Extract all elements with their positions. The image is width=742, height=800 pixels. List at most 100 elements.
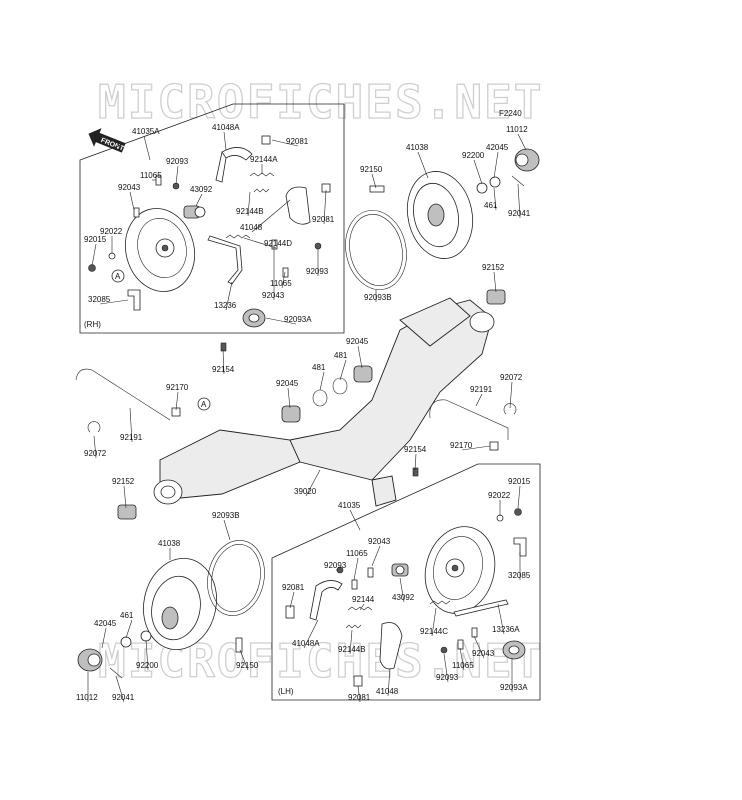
leader-line-41038 [417,151,429,179]
leader-line-92154 [414,453,417,471]
leader-line-43092 [399,577,405,603]
part-label-92081: 92081 [312,215,335,224]
part-label-13236: 13236 [214,301,237,310]
lh-brake-panel [424,526,496,614]
leader-line-92093A [265,317,297,325]
rh-spring-2 [253,188,270,193]
leader-line-92144B [247,191,251,217]
lh-brake-lever [453,599,509,617]
lh-bolt-92150 [235,637,243,653]
lh-pin-92093-b [440,646,448,654]
rh-pin-11065 [155,175,162,186]
leader-line-481 [339,359,347,381]
leader-line-11065 [459,647,465,671]
leader-line-42045 [493,151,499,179]
rh-nut-461 [489,176,501,188]
leader-line-92015 [91,243,97,267]
part-label-41035A: 41035A [132,127,160,136]
rh-bolt-92150 [369,185,385,193]
part-label-32085: 32085 [88,295,111,304]
part-label-92144C: 92144C [420,627,448,636]
axle-housing [117,289,506,520]
lh-spring-1 [347,606,373,611]
lh-pin-92043-b [471,627,478,638]
leader-line-461 [125,619,133,639]
part-label-92200: 92200 [136,661,159,670]
leader-line-92144 [359,603,365,611]
bushing-92152-top [486,289,506,305]
part-label-92045: 92045 [346,337,369,346]
part-label-43092: 43092 [190,185,213,194]
leader-line-92045 [357,345,363,369]
leader-line-43092 [195,193,203,207]
leader-line-41035A [143,135,151,161]
part-label-41038: 41038 [158,539,181,548]
part-label-461: 461 [484,201,498,210]
part-label-92015: 92015 [84,235,107,244]
part-label-92154: 92154 [404,445,427,454]
leader-line-92200 [145,639,149,671]
part-label-11065: 11065 [140,171,162,180]
leader-line-13236A [497,603,505,635]
leader-line-41035 [349,509,361,531]
rh-drum-seal-ring [345,210,407,290]
part-label-92081: 92081 [286,137,309,146]
leader-line-92154 [222,349,225,375]
part-label-92200: 92200 [462,151,485,160]
lh-cotter-92041 [109,667,123,679]
leader-line-92144B [349,629,353,655]
lh-label: (LH) [278,687,294,696]
leader-line-481 [319,371,325,391]
lh-drum-group [77,540,265,679]
part-label-92093B: 92093B [364,293,392,302]
lh-clip-1 [285,605,295,619]
part-label-41035: 41035 [338,501,361,510]
lh-spring-2 [345,624,362,629]
rh-brake-panel [125,208,195,292]
part-label-92191: 92191 [120,433,143,442]
leader-line-92015 [517,485,521,509]
ring-481-left [312,389,328,407]
leader-line-92041 [517,183,521,219]
leader-line-39020 [305,469,321,497]
leader-line-92152 [493,271,497,293]
bushing-92152-bottom [117,504,137,520]
leader-line-92072 [509,381,513,409]
part-label-13236A: 13236A [492,625,520,634]
rh-brake-lever [207,235,243,285]
lh-pin-92043 [367,567,374,578]
leader-line-92093B [223,519,231,541]
bolt-92154-top [220,342,227,352]
part-label-92170: 92170 [450,441,473,450]
rh-pin-11065-b [282,267,289,278]
lh-brake-shoe-lower [379,622,403,670]
rh-ref-mark [111,269,125,283]
collar-92045-left [281,405,301,423]
leader-line-92150 [239,649,249,671]
rh-brake-shoe-lower [285,186,311,225]
part-label-32085: 32085 [508,571,531,580]
ring-481-right [332,377,348,395]
joint-92170-right [489,441,499,451]
ref-mark-a-axle-text: A [201,400,207,409]
leader-line-92170 [461,445,491,451]
part-label-92022: 92022 [488,491,511,500]
part-label-92045: 92045 [276,379,299,388]
front-arrow-icon: FRONT [88,128,126,153]
part-label-43092: 43092 [392,593,415,602]
figure-code: F2240 [499,109,522,118]
part-label-92144D: 92144D [264,239,292,248]
part-label-92043: 92043 [368,537,391,546]
leader-line-32085 [99,299,129,305]
part-label-461: 461 [120,611,134,620]
rh-drum-group [345,148,540,290]
part-label-92043: 92043 [262,291,285,300]
part-label-92144B: 92144B [236,207,264,216]
rh-cotter-92041 [511,175,525,187]
rh-pin-92043-b [271,239,278,250]
rh-spring-3 [225,234,251,239]
part-label-92144B: 92144B [338,645,366,654]
lh-nut-461 [120,636,132,648]
leader-line-92081 [271,139,299,147]
